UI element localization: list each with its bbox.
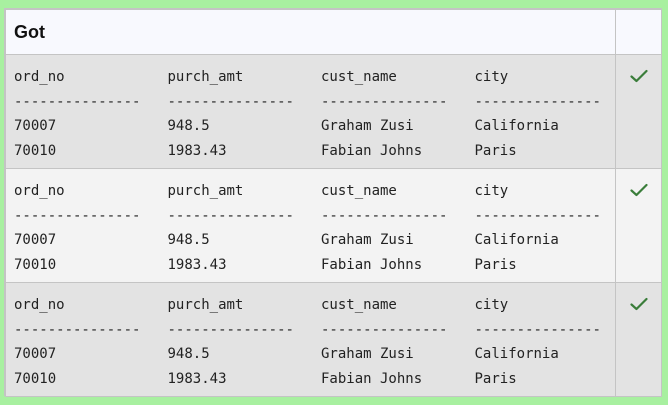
checkmark-icon: [629, 69, 648, 83]
status-cell: [615, 54, 662, 169]
column-header: cust_name: [321, 297, 397, 313]
separator-line: --------------- --------------- --------…: [14, 204, 615, 229]
status-cell: [615, 282, 662, 397]
status-cell: [615, 168, 662, 283]
result-row: ord_no purch_amt cust_name city --------…: [5, 168, 662, 283]
data-cell: Fabian Johns: [321, 370, 423, 387]
column-header: city: [474, 297, 509, 313]
result-row: ord_no purch_amt cust_name city --------…: [5, 54, 662, 169]
column-header: cust_name: [321, 69, 397, 85]
column-header: city: [474, 69, 509, 85]
separator: ---------------: [474, 93, 601, 110]
query-output: ord_no purch_amt cust_name city --------…: [6, 283, 615, 391]
result-output-cell: ord_no purch_amt cust_name city --------…: [5, 54, 616, 169]
column-header: ord_no: [14, 69, 65, 85]
data-cell: 70007: [14, 118, 57, 134]
data-cell: Graham Zusi: [321, 118, 414, 134]
results-panel: Got ord_no purch_amt cust_name city ----…: [4, 8, 662, 397]
column-header: ord_no: [14, 297, 65, 313]
header-row: Got: [5, 9, 662, 55]
column-header: ord_no: [14, 183, 65, 199]
result-output-cell: ord_no purch_amt cust_name city --------…: [5, 168, 616, 283]
result-output-cell: ord_no purch_amt cust_name city --------…: [5, 282, 616, 397]
separator: ---------------: [14, 93, 141, 110]
header-status-cell: [615, 9, 662, 55]
data-cell: 1983.43: [167, 256, 227, 273]
data-cell: Paris: [474, 142, 517, 159]
data-cell: Fabian Johns: [321, 142, 423, 159]
data-cell: Paris: [474, 370, 517, 387]
data-cell: 948.5: [167, 118, 210, 134]
separator-line: --------------- --------------- --------…: [14, 90, 615, 115]
separator: ---------------: [14, 207, 141, 224]
data-cell: 1983.43: [167, 370, 227, 387]
data-cell: California: [474, 346, 559, 362]
separator: ---------------: [321, 93, 448, 110]
data-cell: California: [474, 232, 559, 248]
separator: ---------------: [321, 207, 448, 224]
data-line: 70010 1983.43 Fabian Johns Paris: [14, 367, 615, 392]
column-header-line: ord_no purch_amt cust_name city: [14, 293, 615, 318]
data-cell: Graham Zusi: [321, 232, 414, 248]
header-title-cell: Got: [5, 9, 616, 55]
data-line: 70010 1983.43 Fabian Johns Paris: [14, 139, 615, 164]
data-cell: 70007: [14, 346, 57, 362]
separator: ---------------: [321, 321, 448, 338]
column-header-line: ord_no purch_amt cust_name city: [14, 65, 615, 90]
column-header: purch_amt: [167, 69, 244, 85]
results-table: Got ord_no purch_amt cust_name city ----…: [5, 9, 662, 397]
separator-line: --------------- --------------- --------…: [14, 318, 615, 343]
separator: ---------------: [14, 321, 141, 338]
column-header: city: [474, 183, 509, 199]
separator: ---------------: [474, 321, 601, 338]
checkmark-icon: [629, 297, 648, 311]
query-output: ord_no purch_amt cust_name city --------…: [6, 55, 615, 163]
data-cell: Paris: [474, 256, 517, 273]
header-title: Got: [14, 21, 45, 42]
result-row: ord_no purch_amt cust_name city --------…: [5, 282, 662, 397]
column-header: cust_name: [321, 183, 397, 199]
data-cell: 70010: [14, 370, 57, 387]
data-cell: 1983.43: [167, 142, 227, 159]
separator: ---------------: [167, 93, 294, 110]
data-cell: 948.5: [167, 346, 210, 362]
data-line: 70007 948.5 Graham Zusi California: [14, 114, 615, 139]
data-cell: 948.5: [167, 232, 210, 248]
data-line: 70007 948.5 Graham Zusi California: [14, 228, 615, 253]
separator: ---------------: [167, 207, 294, 224]
data-cell: 70010: [14, 142, 57, 159]
data-cell: California: [474, 118, 559, 134]
column-header: purch_amt: [167, 297, 244, 313]
data-cell: Fabian Johns: [321, 256, 423, 273]
data-cell: 70010: [14, 256, 57, 273]
data-cell: Graham Zusi: [321, 346, 414, 362]
separator: ---------------: [474, 207, 601, 224]
data-cell: 70007: [14, 232, 57, 248]
column-header: purch_amt: [167, 183, 244, 199]
separator: ---------------: [167, 321, 294, 338]
query-output: ord_no purch_amt cust_name city --------…: [6, 169, 615, 277]
column-header-line: ord_no purch_amt cust_name city: [14, 179, 615, 204]
data-line: 70007 948.5 Graham Zusi California: [14, 342, 615, 367]
data-line: 70010 1983.43 Fabian Johns Paris: [14, 253, 615, 278]
checkmark-icon: [629, 183, 648, 197]
